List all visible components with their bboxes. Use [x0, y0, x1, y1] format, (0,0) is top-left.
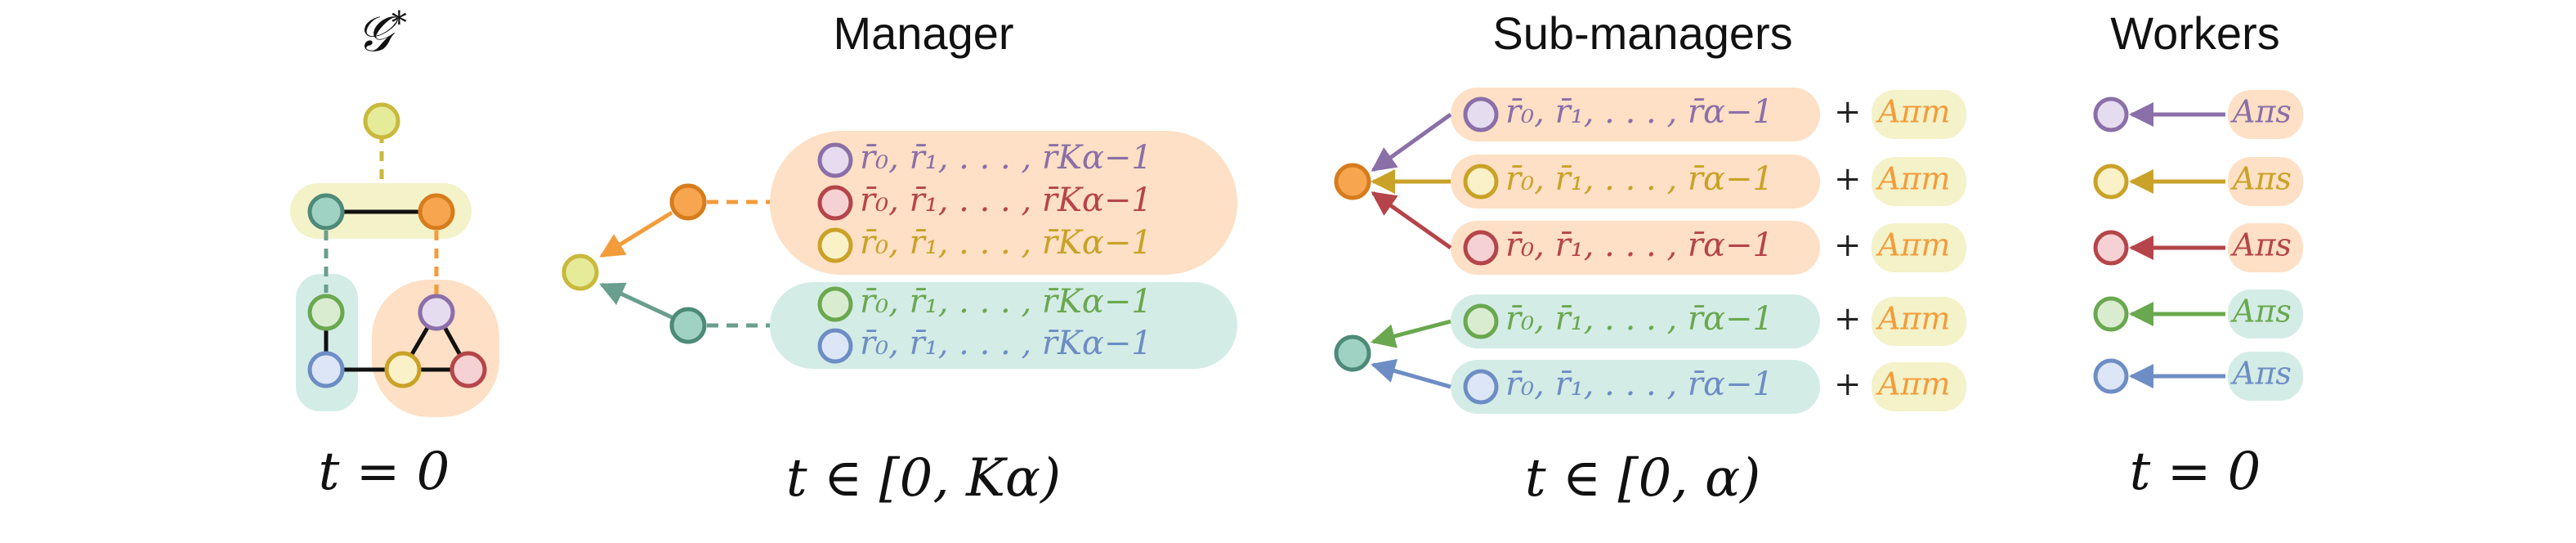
advantage-pill: [1872, 297, 1966, 346]
manager-node-teal: [669, 307, 707, 344]
workers-time-caption: t = 0: [2129, 442, 2261, 502]
advantage-pill: [1872, 157, 1966, 206]
manager-arrow-teal: [599, 282, 673, 320]
graph-title: 𝒢*: [356, 5, 407, 63]
worker-node: [2093, 164, 2129, 200]
graph-node-green: [307, 294, 345, 331]
submanager-node-orange: [1334, 163, 1371, 200]
manager-advantage-label: Aπm: [1876, 366, 1950, 402]
worker-advantage-pill: [2228, 157, 2303, 206]
submanager-reward-rows: r̄₀, r̄₁, . . . , r̄α−1 + Aπm r̄₀, r̄₁, . .…: [1371, 88, 1966, 414]
worker-advantage-pill: [2228, 289, 2303, 339]
submanager-row-node: [1463, 369, 1499, 405]
submanager-row-node: [1463, 96, 1499, 132]
worker-advantage-pill: [2228, 352, 2303, 401]
submanager-row-pill: [1451, 221, 1820, 275]
advantage-pill: [1872, 223, 1966, 272]
graph-node-root: [363, 102, 400, 140]
worker-advantage-pill: [2228, 223, 2303, 272]
worker-advantage-pill: [2228, 90, 2303, 139]
worker-advantage-label: Aπs: [2230, 294, 2292, 330]
manager-panel: r̄₀, r̄₁, . . . , r̄Kα−1 r̄₀, r̄₁, . . . …: [561, 131, 1237, 369]
manager-row-node: [817, 185, 853, 221]
manager-reward-sequence: r̄₀, r̄₁, . . . , r̄Kα−1: [860, 283, 1152, 321]
worker-node: [2093, 96, 2129, 132]
advantage-pill: [1872, 362, 1966, 411]
submanager-arrow: [1371, 319, 1451, 348]
submanager-row-pill: [1451, 294, 1820, 348]
submanager-row-node: [1463, 303, 1499, 339]
worker-advantage-label: Aπs: [2230, 161, 2292, 197]
manager-node-orange: [669, 183, 707, 221]
manager-group-orange: [770, 131, 1237, 275]
submanager-panel: r̄₀, r̄₁, . . . , r̄α−1 + Aπm r̄₀, r̄₁, . .…: [1334, 88, 1966, 414]
submanager-row-node: [1463, 164, 1499, 200]
graph-node-purple: [418, 294, 455, 331]
submanager-reward-sequence: r̄₀, r̄₁, . . . , r̄α−1: [1505, 160, 1773, 198]
plus-sign: +: [1834, 366, 1862, 403]
worker-node: [2093, 296, 2129, 332]
manager-row-node: [817, 142, 853, 178]
graph-panel: [290, 102, 499, 417]
submanager-row-node: [1463, 230, 1499, 266]
submanager-arrow: [1371, 358, 1451, 389]
worker-advantage-label: Aπs: [2230, 356, 2292, 392]
graph-node-yellow: [384, 351, 422, 388]
graph-node-red: [449, 351, 487, 388]
submanager-row-pill: [1451, 88, 1820, 141]
plus-sign: +: [1834, 227, 1862, 264]
manager-arrow-orange: [599, 210, 673, 258]
worker-advantage-label: Aπs: [2230, 94, 2292, 130]
submanager-node-teal: [1334, 334, 1371, 372]
manager-advantage-label: Aπm: [1876, 94, 1950, 130]
manager-row-node: [817, 328, 853, 364]
worker-node: [2093, 230, 2129, 266]
manager-row-node: [817, 286, 853, 322]
submanager-arrow: [1371, 191, 1452, 250]
manager-reward-sequence: r̄₀, r̄₁, . . . , r̄Kα−1: [860, 224, 1152, 262]
graph-time-caption: t = 0: [318, 442, 450, 502]
submanager-row-pill: [1451, 155, 1820, 209]
manager-advantage-label: Aπm: [1876, 161, 1950, 197]
manager-node-root: [561, 254, 599, 291]
manager-title: Manager: [833, 7, 1014, 59]
manager-group-teal: [770, 282, 1237, 369]
workers-title: Workers: [2110, 7, 2280, 59]
manager-row-node: [817, 227, 853, 263]
manager-reward-sequence: r̄₀, r̄₁, . . . , r̄Kα−1: [860, 139, 1152, 177]
manager-reward-rows: r̄₀, r̄₁, . . . , r̄Kα−1 r̄₀, r̄₁, . . . …: [817, 139, 1152, 364]
graph-node-orange: [418, 193, 455, 231]
graph-node-teal: [307, 193, 345, 231]
plus-sign: +: [1834, 160, 1862, 198]
manager-reward-sequence: r̄₀, r̄₁, . . . , r̄Kα−1: [860, 182, 1152, 219]
advantage-pill: [1872, 90, 1966, 139]
manager-advantage-label: Aπm: [1876, 227, 1950, 263]
submanager-reward-sequence: r̄₀, r̄₁, . . . , r̄α−1: [1505, 227, 1773, 264]
manager-reward-sequence: r̄₀, r̄₁, . . . , r̄Kα−1: [860, 325, 1152, 362]
manager-advantage-label: Aπm: [1876, 301, 1950, 337]
plus-sign: +: [1834, 300, 1862, 338]
manager-time-caption: t ∈ [0, Kα): [785, 448, 1062, 509]
submanager-reward-sequence: r̄₀, r̄₁, . . . , r̄α−1: [1505, 366, 1773, 403]
submanager-arrow: [1371, 112, 1452, 173]
submanager-reward-sequence: r̄₀, r̄₁, . . . , r̄α−1: [1505, 93, 1773, 131]
submanager-row-pill: [1451, 360, 1820, 414]
worker-node: [2093, 358, 2129, 394]
submanagers-time-caption: t ∈ [0, α): [1524, 448, 1761, 509]
worker-advantage-label: Aπs: [2230, 227, 2292, 263]
submanagers-title: Sub-managers: [1492, 7, 1793, 59]
graph-node-blue: [307, 351, 345, 388]
plus-sign: +: [1834, 93, 1862, 131]
submanager-reward-sequence: r̄₀, r̄₁, . . . , r̄α−1: [1505, 300, 1773, 338]
